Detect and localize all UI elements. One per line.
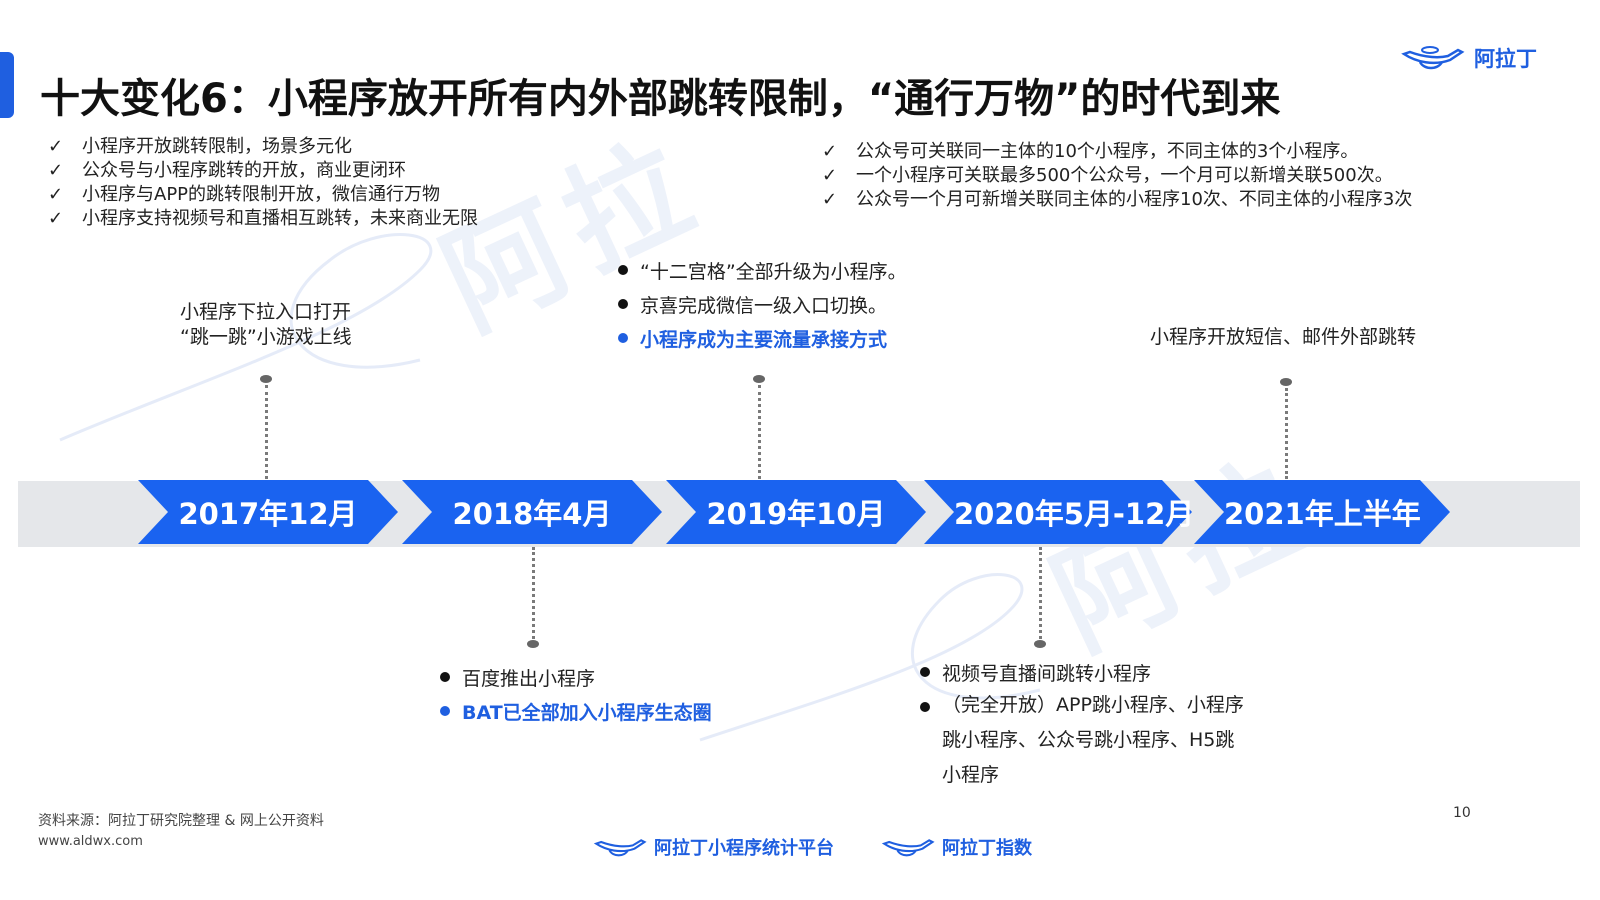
connector-dot [527,640,539,648]
check-icon: ✓ [48,184,64,205]
timeline-chevron-2019 [666,480,926,544]
bullet-icon [440,706,450,716]
check-item: ✓一个小程序可关联最多500个公众号，一个月可以新增关联500次。 [822,165,1393,186]
connector-line [1039,547,1042,639]
lamp-icon [1401,46,1465,70]
bullet-icon [618,333,628,343]
connector-dot [1034,640,1046,648]
check-icon: ✓ [822,141,838,162]
connector-dot [1280,378,1292,386]
page-title: 十大变化6：小程序放开所有内外部跳转限制，“通行万物”的时代到来 [40,76,1281,122]
event-2021: 小程序开放短信、邮件外部跳转 [1150,326,1417,348]
check-icon: ✓ [48,136,64,157]
check-item: ✓小程序与APP的跳转限制开放，微信通行万物 [48,184,441,205]
event-2018-highlight: BAT已全部加入小程序生态圈 [440,698,712,725]
check-icon: ✓ [48,208,64,229]
timeline-chevron-2021 [1194,480,1450,544]
connector-line [1285,388,1288,479]
event-2019-highlight: 小程序成为主要流量承接方式 [618,325,887,352]
event-2020-item: 视频号直播间跳转小程序 [920,659,1151,686]
connector-line [532,547,535,639]
check-item: ✓公众号可关联同一主体的10个小程序，不同主体的3个小程序。 [822,141,1359,162]
bullet-icon [618,265,628,275]
lamp-icon [881,839,935,857]
connector-dot [753,375,765,383]
check-item: ✓公众号一个月可新增关联同主体的小程序10次、不同主体的小程序3次 [822,189,1413,210]
timeline-label-2019: 2019年10月 [706,497,886,531]
timeline-label-2021: 2021年上半年 [1224,497,1421,531]
timeline-chevron-2020 [924,480,1192,544]
brand-name: 阿拉丁 [1474,47,1537,71]
event-2019-item: 京喜完成微信一级入口切换。 [618,291,887,318]
timeline-label-2020: 2020年5月-12月 [954,497,1195,531]
event-2018-item: 百度推出小程序 [440,664,595,691]
connector-line [265,385,268,479]
timeline-label-2017: 2017年12月 [178,497,358,531]
bullet-icon [440,672,450,682]
footer-logo-index: 阿拉丁指数 [880,832,1032,862]
check-icon: ✓ [48,160,64,181]
checklist-left: ✓小程序开放跳转限制，场景多元化 ✓公众号与小程序跳转的开放，商业更闭环 ✓小程… [48,135,478,231]
footer-logo-stats: 阿拉丁小程序统计平台 [592,832,834,862]
timeline-chevron-2018 [402,480,662,544]
event-2017: 小程序下拉入口打开 “跳一跳”小游戏上线 [180,301,352,348]
title-accent-bar [0,52,14,118]
footer-source: 资料来源：阿拉丁研究院整理 & 网上公开资料 [38,813,324,829]
event-2019-item: “十二宫格”全部升级为小程序。 [618,257,907,284]
connector-line [758,385,761,479]
timeline-chevron-2017 [138,480,398,544]
connector-dot [260,375,272,383]
footer-url[interactable]: www.aldwx.com [38,834,143,849]
check-item: ✓公众号与小程序跳转的开放，商业更闭环 [48,160,406,181]
checklist-right: ✓公众号可关联同一主体的10个小程序，不同主体的3个小程序。 ✓一个小程序可关联… [822,140,1412,212]
check-icon: ✓ [822,165,838,186]
check-item: ✓小程序支持视频号和直播相互跳转，未来商业无限 [48,208,478,229]
bullet-icon [920,702,930,712]
check-item: ✓小程序开放跳转限制，场景多元化 [48,136,352,157]
page-number: 10 [1453,805,1471,821]
brand-logo: 阿拉丁 [1400,38,1537,78]
lamp-icon [593,839,647,857]
check-icon: ✓ [822,189,838,210]
timeline-label-2018: 2018年4月 [452,497,612,531]
bullet-icon [618,299,628,309]
event-2020-item: （完全开放）APP跳小程序、小程序跳小程序、公众号跳小程序、H5跳小程序 [920,688,1250,793]
bullet-icon [920,667,930,677]
